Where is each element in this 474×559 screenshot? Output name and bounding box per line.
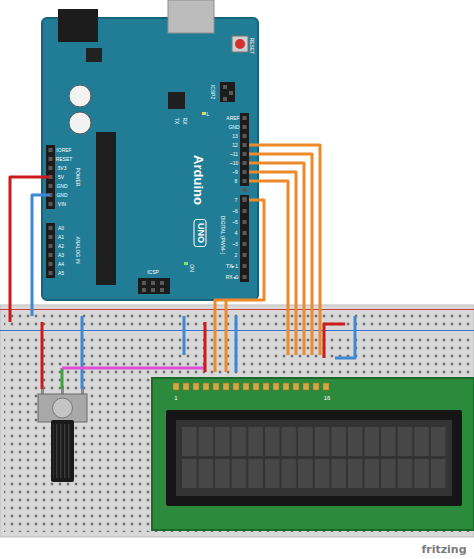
pin-label: ~10 bbox=[230, 161, 238, 166]
watermark: fritzing bbox=[421, 544, 466, 555]
button-label: RESET bbox=[249, 38, 254, 55]
pin-label: A0 bbox=[58, 226, 64, 231]
led-label: ON bbox=[189, 264, 194, 272]
pin-label: GND bbox=[56, 184, 67, 189]
pin-label: A2 bbox=[58, 244, 64, 249]
pin-label: ~9 bbox=[232, 170, 238, 175]
pin-number: 16 bbox=[324, 395, 331, 401]
pin-label: RX◂0 bbox=[226, 275, 239, 280]
lcd-16x2-illustration bbox=[152, 378, 474, 530]
pin-label: 7 bbox=[235, 198, 238, 203]
pin-label: AREF bbox=[226, 116, 239, 121]
lcd-module: 1 16 bbox=[152, 378, 474, 530]
pin-label: A1 bbox=[58, 235, 64, 240]
header-label: DIGITAL (PWM~) bbox=[220, 216, 225, 255]
pin-label: A5 bbox=[58, 271, 64, 276]
pin-label: 5V bbox=[58, 175, 64, 180]
led-label: L bbox=[207, 112, 210, 117]
pin-label: A4 bbox=[58, 262, 64, 267]
potentiometer bbox=[38, 386, 87, 482]
pin-label: ~6 bbox=[232, 209, 238, 214]
pin-label: ~5 bbox=[232, 220, 238, 225]
pin-label: 8 bbox=[235, 179, 238, 184]
pin-label: IOREF bbox=[56, 148, 71, 153]
pin-label: ~3 bbox=[232, 242, 238, 247]
arduino-uno-illustration bbox=[42, 0, 258, 300]
header-label: POWER bbox=[75, 168, 80, 187]
pin-label: RESET bbox=[56, 157, 73, 162]
arduino-board: RESETICSP2TXRXLAREFGND1312~11~10~987~6~5… bbox=[42, 18, 258, 300]
header-label: ICSP bbox=[147, 270, 159, 275]
pin-label: A3 bbox=[58, 253, 64, 258]
model-label: UNO bbox=[194, 219, 207, 247]
pin-label: TX▸1 bbox=[226, 264, 238, 269]
pin-number: 1 bbox=[174, 395, 177, 401]
jumper-wires bbox=[10, 145, 355, 389]
pin-label: 4 bbox=[235, 231, 238, 236]
pin-label: GND bbox=[56, 193, 67, 198]
brand-label: Arduino bbox=[192, 155, 205, 205]
led-label: RX bbox=[182, 118, 187, 125]
pin-label: 3V3 bbox=[58, 166, 67, 171]
pin-label: 13 bbox=[232, 134, 238, 139]
pin-label: 12 bbox=[232, 143, 238, 148]
header-label: ICSP2 bbox=[210, 85, 215, 99]
header-label: ANALOG IN bbox=[75, 236, 80, 263]
pin-label: 2 bbox=[235, 253, 238, 258]
pin-label: ~11 bbox=[230, 152, 238, 157]
pin-label: GND bbox=[228, 125, 239, 130]
breadboard bbox=[0, 305, 474, 537]
led-label: TX bbox=[174, 118, 179, 124]
pin-label: VIN bbox=[58, 202, 66, 207]
